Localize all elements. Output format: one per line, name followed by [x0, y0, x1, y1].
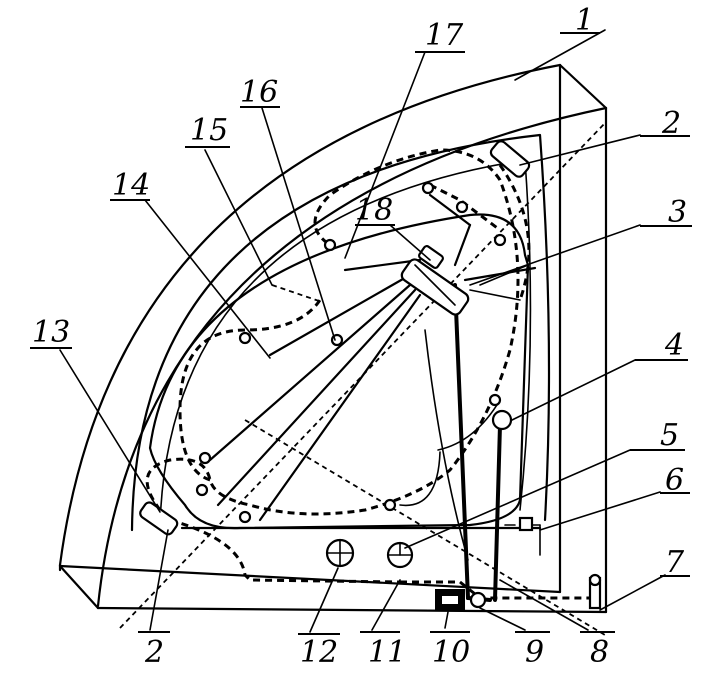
leader-lines — [59, 29, 666, 633]
label-16: 16 — [240, 75, 278, 110]
label-17: 17 — [425, 18, 464, 53]
label-14: 14 — [112, 168, 150, 203]
component-4-valve — [491, 409, 513, 431]
component-6-tap — [504, 516, 541, 556]
component-10-pump — [435, 589, 465, 611]
label-11: 11 — [368, 635, 406, 670]
label-2-bottom: 2 — [144, 635, 164, 670]
label-8: 8 — [590, 635, 609, 670]
label-2-top: 2 — [661, 106, 681, 141]
label-4: 4 — [664, 328, 684, 363]
nozzle-2-top — [489, 140, 531, 178]
massage-lines — [208, 193, 537, 522]
label-10: 10 — [432, 635, 470, 670]
component-5-gauge — [386, 541, 414, 569]
label-5: 5 — [660, 418, 679, 453]
label-3: 3 — [668, 195, 687, 230]
jet-pipe-network — [145, 148, 600, 600]
nozzle-2-bottom — [139, 501, 179, 536]
label-18: 18 — [355, 193, 393, 228]
tub-basin — [130, 133, 551, 532]
label-15: 15 — [190, 113, 228, 148]
center-axis — [119, 121, 607, 636]
label-9: 9 — [525, 635, 544, 670]
jet-points — [195, 181, 507, 524]
component-9-fitting — [469, 591, 487, 609]
component-7-drain — [588, 573, 602, 610]
label-1: 1 — [575, 3, 594, 38]
label-12: 12 — [300, 635, 338, 670]
label-13: 13 — [32, 315, 70, 350]
label-6: 6 — [665, 463, 684, 498]
tub-housing — [58, 63, 608, 614]
component-12-pump-motor — [325, 538, 355, 568]
label-7: 7 — [665, 545, 685, 580]
number-labels: 1 2 3 4 5 6 7 8 9 10 11 12 2 13 14 15 16 — [30, 3, 692, 670]
distributor-18 — [400, 245, 470, 316]
